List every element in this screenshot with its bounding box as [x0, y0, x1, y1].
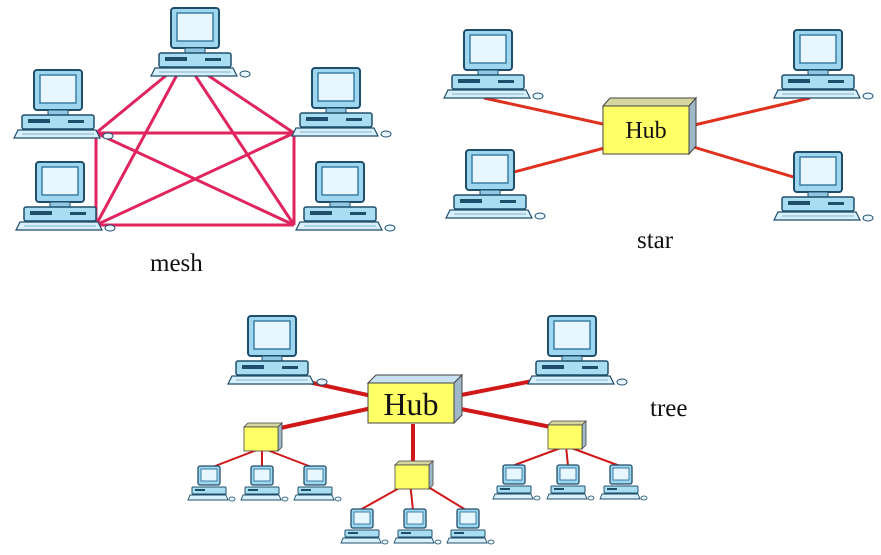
- desktop-computer-icon: [773, 29, 874, 100]
- desktop-computer-icon: [546, 464, 595, 501]
- desktop-computer-icon: [445, 149, 546, 220]
- sub-hub-icon: [547, 420, 587, 450]
- tree-caption: tree: [650, 395, 688, 422]
- desktop-computer-icon: [527, 315, 628, 386]
- star-hub: Hub: [601, 96, 698, 156]
- desktop-computer-icon: [240, 465, 289, 502]
- sub-hub-icon: [394, 460, 434, 490]
- mesh-caption: mesh: [150, 250, 203, 277]
- desktop-computer-icon: [227, 315, 328, 386]
- star-topology: Hub: [443, 29, 874, 222]
- desktop-computer-icon: [393, 508, 442, 545]
- desktop-computer-icon: [295, 161, 396, 232]
- desktop-computer-icon: [291, 67, 392, 138]
- desktop-computer-icon: [492, 464, 541, 501]
- desktop-computer-icon: [773, 151, 874, 222]
- desktop-computer-icon: [293, 465, 342, 502]
- desktop-computer-icon: [446, 508, 495, 545]
- tree-topology: Hub: [187, 315, 648, 545]
- star-caption: star: [637, 227, 674, 254]
- desktop-computer-icon: [599, 464, 648, 501]
- star-hub-label: Hub: [625, 118, 666, 144]
- tree-hub-label: Hub: [383, 386, 438, 422]
- desktop-computer-icon: [15, 161, 116, 232]
- desktop-computer-icon: [150, 7, 251, 78]
- sub-hub-icon: [243, 422, 283, 452]
- desktop-computer-icon: [443, 29, 544, 100]
- desktop-computer-icon: [13, 69, 114, 140]
- desktop-computer-icon: [187, 465, 236, 502]
- mesh-topology: [13, 7, 396, 232]
- mesh-links: [94, 58, 296, 227]
- tree-hub: Hub: [366, 373, 464, 425]
- desktop-computer-icon: [340, 508, 389, 545]
